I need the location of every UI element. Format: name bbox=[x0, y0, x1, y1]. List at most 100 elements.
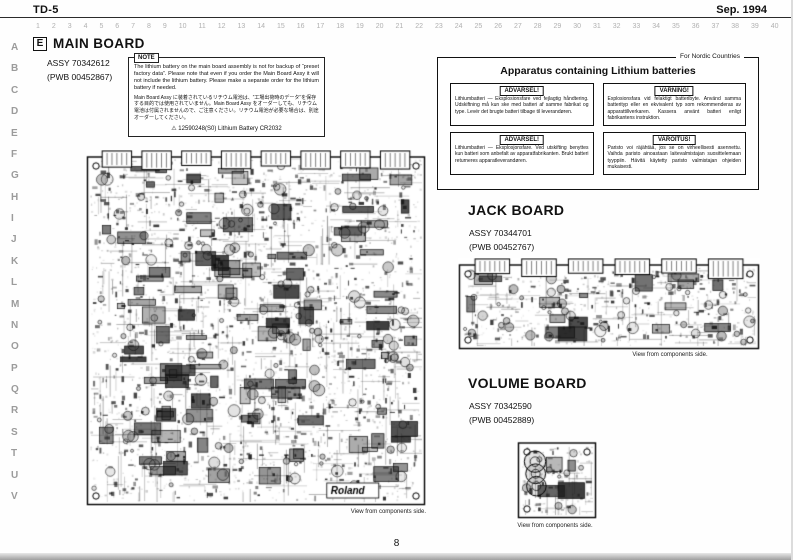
main-board-assy-number: ASSY 70342612 bbox=[47, 58, 110, 68]
main-board-section-header: E MAIN BOARD bbox=[33, 36, 145, 51]
column-number: 29 bbox=[553, 23, 562, 30]
column-number: 1 bbox=[36, 23, 40, 30]
row-letter: H bbox=[11, 191, 19, 203]
warning-body: Lithiumbatteri — Eksplosjonsfare. Ved ut… bbox=[455, 145, 589, 164]
column-number: 25 bbox=[474, 23, 483, 30]
warning-box-finnish: VAROITUS! Paristo voi räjähtää, jos se o… bbox=[602, 132, 746, 175]
column-number: 19 bbox=[355, 23, 364, 30]
column-number: 33 bbox=[632, 23, 641, 30]
doc-date: Sep. 1994 bbox=[716, 4, 767, 16]
column-number: 5 bbox=[99, 23, 104, 30]
nordic-warning-panel: For Nordic Countries Apparatus containin… bbox=[437, 53, 759, 190]
column-number: 27 bbox=[513, 23, 522, 30]
column-number: 13 bbox=[237, 23, 246, 30]
volume-board-section-header: VOLUME BOARD bbox=[468, 375, 587, 393]
column-number: 35 bbox=[671, 23, 680, 30]
column-number: 40 bbox=[770, 23, 779, 30]
note-label: NOTE bbox=[134, 53, 159, 63]
section-letter-box: E bbox=[33, 36, 47, 51]
column-number: 38 bbox=[731, 23, 740, 30]
nordic-corner-label: For Nordic Countries bbox=[676, 53, 744, 60]
column-number: 8 bbox=[147, 23, 151, 30]
row-letter: J bbox=[11, 234, 17, 246]
column-number: 7 bbox=[131, 23, 136, 30]
column-number: 4 bbox=[83, 23, 88, 30]
main-board-title: MAIN BOARD bbox=[53, 36, 145, 51]
column-number: 26 bbox=[494, 23, 503, 30]
warning-body: Explosionsfara vid felaktigt batteribyte… bbox=[607, 96, 742, 121]
row-letter: B bbox=[11, 63, 19, 75]
column-number: 17 bbox=[316, 23, 325, 30]
warning-heading: ADVARSEL! bbox=[499, 135, 545, 145]
page-number: 8 bbox=[393, 538, 400, 549]
column-number: 10 bbox=[178, 23, 187, 30]
row-letter: A bbox=[11, 42, 19, 53]
note-text-en: The lithium battery on the main board as… bbox=[134, 64, 319, 92]
column-number: 36 bbox=[691, 23, 700, 30]
column-number: 32 bbox=[612, 23, 621, 30]
warning-grid: ADVARSEL! Lithiumbatteri — Eksplosionsfa… bbox=[438, 77, 758, 175]
row-letter: D bbox=[11, 106, 19, 118]
column-number: 23 bbox=[434, 23, 443, 30]
jack-board-pwb-number: (PWB 00452767) bbox=[469, 242, 535, 253]
scan-edge-bottom bbox=[0, 553, 793, 560]
row-letter: C bbox=[11, 84, 19, 96]
row-letter: K bbox=[11, 255, 19, 267]
volume-board-view-caption: View from components side. bbox=[517, 523, 593, 529]
row-letter: Q bbox=[11, 384, 19, 395]
row-letter: I bbox=[11, 213, 14, 224]
jack-board-section-header: JACK BOARD bbox=[468, 202, 564, 220]
nordic-title: Apparatus containing Lithium batteries bbox=[500, 65, 696, 77]
row-letter: L bbox=[11, 277, 18, 289]
main-board-assy-block: ASSY 70342612 (PWB 00452867) bbox=[47, 56, 112, 85]
main-board-view-caption: View from components side. bbox=[350, 509, 426, 515]
note-box: NOTE The lithium battery on the main boa… bbox=[128, 53, 325, 137]
column-number: 34 bbox=[652, 23, 661, 30]
column-number: 22 bbox=[415, 23, 424, 30]
column-number: 30 bbox=[573, 23, 582, 30]
column-number: 14 bbox=[257, 23, 266, 30]
warning-heading: ADVARSEL! bbox=[499, 86, 545, 96]
column-number: 12 bbox=[217, 23, 226, 30]
row-letter: G bbox=[11, 170, 19, 182]
note-battery-part: ⚠ 12590248(S0) Lithium Battery CR2032 bbox=[171, 125, 282, 132]
warning-box-norwegian: ADVARSEL! Lithiumbatteri — Eksplosjonsfa… bbox=[450, 132, 594, 175]
row-letter: S bbox=[11, 426, 18, 438]
doc-model: TD-5 bbox=[33, 4, 59, 16]
jack-board-view-caption: View from components side. bbox=[632, 352, 708, 358]
volume-board-pcb-image bbox=[517, 441, 597, 519]
main-board-pcb-image bbox=[86, 150, 426, 506]
volume-board-pwb-number: (PWB 00452889) bbox=[469, 415, 535, 426]
jack-board-pcb-image bbox=[458, 258, 760, 350]
header-rule bbox=[0, 17, 793, 18]
row-letter: R bbox=[11, 405, 19, 417]
jack-board-assy-number: ASSY 70344701 bbox=[469, 228, 532, 238]
column-number: 3 bbox=[67, 23, 72, 30]
column-number: 2 bbox=[51, 23, 56, 30]
main-board-pwb-number: (PWB 00452867) bbox=[47, 72, 113, 83]
jack-board-assy-block: ASSY 70344701 (PWB 00452767) bbox=[469, 226, 534, 255]
row-letter: O bbox=[11, 341, 19, 353]
column-number: 18 bbox=[336, 23, 345, 30]
volume-board-assy-number: ASSY 70342590 bbox=[469, 401, 532, 411]
column-number: 39 bbox=[750, 23, 759, 30]
column-number: 24 bbox=[454, 23, 463, 30]
column-number: 6 bbox=[115, 23, 120, 30]
row-letter: U bbox=[11, 469, 19, 481]
column-number: 11 bbox=[198, 23, 206, 30]
volume-board-title: VOLUME BOARD bbox=[468, 375, 587, 391]
column-number: 20 bbox=[375, 23, 384, 30]
warning-heading: VAROITUS! bbox=[652, 135, 696, 145]
row-letter: M bbox=[11, 298, 20, 310]
row-letter: V bbox=[11, 490, 18, 502]
row-letter: N bbox=[11, 319, 19, 331]
note-text-jp: Main Board Assy に装着されているリチウム電池は、“工場出荷時のデ… bbox=[134, 94, 319, 121]
volume-board-assy-block: ASSY 70342590 (PWB 00452889) bbox=[469, 399, 534, 428]
warning-heading: VARNING! bbox=[654, 86, 694, 96]
column-number: 15 bbox=[276, 23, 285, 30]
scan-edge-right bbox=[791, 0, 793, 560]
column-number: 21 bbox=[395, 23, 404, 30]
